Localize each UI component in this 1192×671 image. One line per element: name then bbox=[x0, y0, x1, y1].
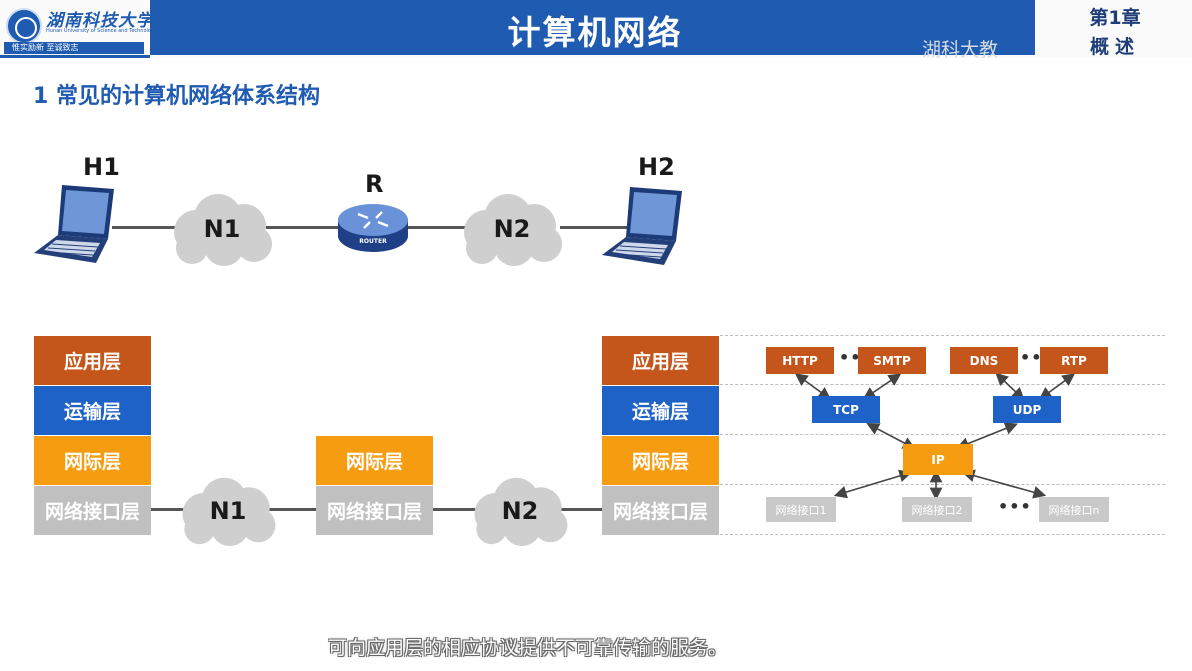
school-motto: 惟实励新 至诚致志 bbox=[4, 42, 144, 54]
right-transport-layer: 运输层 bbox=[602, 386, 719, 435]
stack-cloud-n2: N2 bbox=[466, 474, 574, 548]
section-title: 1 常见的计算机网络体系结构 bbox=[33, 84, 320, 109]
proto-udp: UDP bbox=[993, 396, 1061, 423]
layer-divider-app-transport bbox=[720, 384, 1165, 385]
school-name-en: Hunan University of Science and Technolo… bbox=[46, 28, 158, 34]
watermark-text: 湖科大教 bbox=[922, 39, 999, 61]
right-application-layer: 应用层 bbox=[602, 336, 719, 385]
cloud-icon bbox=[464, 194, 562, 266]
right-internet-layer: 网际层 bbox=[602, 436, 719, 485]
router-device: ROUTER bbox=[336, 198, 410, 256]
link-h1-n1 bbox=[112, 226, 182, 229]
router-icon bbox=[338, 204, 408, 252]
chapter-name: 概述 bbox=[1089, 36, 1140, 58]
cloud-n1-label: N1 bbox=[203, 215, 241, 243]
router-network-interface-layer: 网络接口层 bbox=[316, 486, 433, 535]
network-cloud-n2: N2 bbox=[458, 190, 566, 268]
proto-interface-2: 网络接口2 bbox=[902, 497, 972, 522]
proto-ip: IP bbox=[903, 444, 973, 475]
laptop-h2-icon bbox=[602, 187, 682, 265]
cloud-icon bbox=[474, 477, 568, 547]
school-logo: 湖南科技大学 Hunan University of Science and T… bbox=[0, 0, 157, 58]
stack-cloud-n1-label: N1 bbox=[209, 497, 247, 525]
proto-rtp: RTP bbox=[1040, 347, 1108, 374]
router-internet-layer: 网际层 bbox=[316, 436, 433, 485]
link-n2-h2 bbox=[560, 226, 640, 229]
proto-tcp: TCP bbox=[812, 396, 880, 423]
left-transport-layer: 运输层 bbox=[34, 386, 151, 435]
stack-cloud-n1: N1 bbox=[174, 474, 282, 548]
proto-interface-dots: ••• bbox=[998, 497, 1032, 516]
layer-divider-top bbox=[720, 335, 1165, 336]
host-h1-label: H1 bbox=[83, 153, 120, 181]
proto-smtp: SMTP bbox=[858, 347, 926, 374]
slide-header: 湖南科技大学 Hunan University of Science and T… bbox=[0, 0, 1192, 61]
router-text: ROUTER bbox=[359, 238, 387, 245]
header-band bbox=[150, 0, 1035, 55]
router-label: R bbox=[365, 170, 384, 198]
left-network-interface-layer: 网络接口层 bbox=[34, 486, 151, 535]
network-cloud-n1: N1 bbox=[168, 190, 276, 268]
cloud-n2-label: N2 bbox=[493, 215, 531, 243]
right-network-interface-layer: 网络接口层 bbox=[602, 486, 719, 535]
layer-divider-transport-internet bbox=[720, 434, 1165, 435]
left-internet-layer: 网际层 bbox=[34, 436, 151, 485]
proto-interface-n: 网络接口n bbox=[1039, 497, 1109, 522]
proto-dns: DNS bbox=[950, 347, 1018, 374]
left-application-layer: 应用层 bbox=[34, 336, 151, 385]
chapter-number: 第1章 bbox=[1089, 7, 1141, 29]
proto-interface-1: 网络接口1 bbox=[766, 497, 836, 522]
link-r-n2 bbox=[400, 226, 470, 229]
video-subtitle: 可向应用层的相应协议提供不可靠传输的服务。 bbox=[328, 637, 728, 659]
host-h2-label: H2 bbox=[638, 153, 675, 181]
proto-http: HTTP bbox=[766, 347, 834, 374]
link-n1-r bbox=[266, 226, 346, 229]
stack-cloud-n2-label: N2 bbox=[501, 497, 539, 525]
layer-divider-bottom bbox=[720, 534, 1165, 535]
cloud-icon bbox=[174, 194, 272, 266]
cloud-icon bbox=[182, 477, 276, 547]
school-name: 湖南科技大学 bbox=[46, 11, 154, 31]
laptop-h1-icon bbox=[34, 185, 114, 263]
course-title: 计算机网络 bbox=[507, 13, 683, 52]
layer-divider-internet-interface bbox=[720, 484, 1165, 485]
